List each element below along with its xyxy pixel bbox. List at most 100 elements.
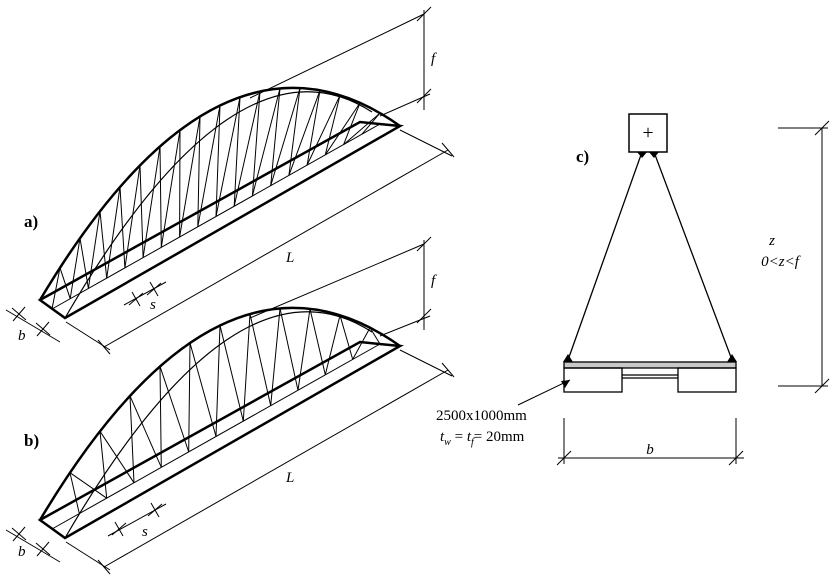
c-b-tick-right xyxy=(728,450,744,466)
hangersB-diag xyxy=(219,325,244,422)
deck-size-label: 2500x1000mm xyxy=(436,408,527,424)
deck-leader-arrow xyxy=(561,380,570,388)
panel-a-arch-inner xyxy=(64,91,373,319)
c-b-label: b xyxy=(646,442,654,458)
thickness-sub-w: w xyxy=(444,437,451,448)
panel-a-f-label: f xyxy=(431,51,437,67)
panel-b-f-label: f xyxy=(431,273,437,289)
hangersA-diag xyxy=(69,238,81,299)
thickness-eq1: = xyxy=(451,429,467,445)
hangersB-diag xyxy=(69,472,107,499)
hangersB-diag xyxy=(99,431,135,484)
hangersB-hanger xyxy=(270,308,281,406)
hangersB-hanger xyxy=(324,315,341,375)
hangersB-diag xyxy=(309,308,326,375)
hangersA-hanger xyxy=(59,267,71,299)
hangersB-hanger xyxy=(159,366,162,468)
panel-a-L-tick-right xyxy=(441,142,455,158)
hangersA-hanger xyxy=(159,146,162,248)
panel-a-s-tick-1b xyxy=(128,292,144,306)
panel-a: f L s b a) xyxy=(5,6,455,355)
z-range-label: 0<z<f xyxy=(761,254,801,270)
hanger-right-bottom-node xyxy=(727,354,737,362)
panel-a-L-label: L xyxy=(285,250,294,266)
hangersA-hanger xyxy=(324,95,341,155)
panel-a-f-tick-top xyxy=(416,6,432,22)
deck-plate xyxy=(563,361,737,369)
hanger-left-top-node xyxy=(637,152,647,158)
c-b-tick-left xyxy=(556,450,572,466)
panel-a-b-dim-line xyxy=(5,309,61,343)
deck-leader xyxy=(517,379,571,406)
panel-b-b-tick-2b xyxy=(36,541,50,557)
hangersB-hanger xyxy=(242,313,251,422)
hangersA-diag xyxy=(288,90,321,176)
hangersB-hanger xyxy=(215,325,221,437)
hangersA-hanger xyxy=(361,112,381,135)
arch-section-plus: + xyxy=(642,122,653,144)
hangersA-diag xyxy=(233,91,261,207)
hangersB-diag xyxy=(159,366,190,453)
panel-b-L-tick-right xyxy=(441,362,455,378)
hangersA-hanger xyxy=(251,91,261,196)
hangersB-hanger xyxy=(129,395,135,483)
panel-b-L-tick-left xyxy=(97,559,111,575)
hangersA-hanger xyxy=(197,116,201,227)
hangersB-hanger xyxy=(99,431,108,499)
panel-a-f-ext-top xyxy=(249,13,425,99)
panel-a-L-tick-left xyxy=(97,339,111,355)
panel-b-b-tick-1b xyxy=(12,526,26,542)
panel-b-label: b) xyxy=(24,431,39,450)
panel-b-s-label: s xyxy=(142,524,148,540)
hangersA-hanger xyxy=(270,88,281,186)
hangersA-diag xyxy=(87,211,101,289)
panel-a-b-label: b xyxy=(18,328,26,344)
deck-box-right xyxy=(677,367,737,393)
hangersA-diag xyxy=(306,95,341,166)
panel-b-arch-inner xyxy=(64,311,373,539)
hanger-right-top-node xyxy=(649,152,659,158)
panel-b-L-label: L xyxy=(285,470,294,486)
z-tick-bot xyxy=(814,378,830,394)
hangersA-diag xyxy=(197,105,221,227)
thickness-label: tw = tf= 20mm xyxy=(440,429,525,448)
hanger-right xyxy=(653,151,733,361)
hangersA-diag xyxy=(124,165,141,268)
panel-b-f-tick-top xyxy=(416,236,432,252)
panel-b-b-dim-line xyxy=(5,529,61,563)
z-tick-top xyxy=(814,120,830,136)
hangersA-hanger xyxy=(139,165,144,258)
hangersA-diag xyxy=(142,146,161,258)
hangersA-hanger xyxy=(343,102,361,145)
hangersA-diag xyxy=(106,186,121,279)
hangersA-diag xyxy=(160,130,181,248)
panel-b-s-tick-1b xyxy=(111,522,127,536)
thickness-t2: t xyxy=(467,429,472,445)
z-label: z xyxy=(768,233,775,249)
hangersA-diag xyxy=(343,112,381,145)
thickness-t1: t xyxy=(440,429,445,445)
hangersA-diag xyxy=(51,267,61,310)
hangersA-diag xyxy=(270,87,301,186)
hangersA-diag xyxy=(179,116,201,238)
hangersB-hanger xyxy=(352,327,371,360)
panel-a-L-ext-right xyxy=(399,129,453,157)
hangersA-hanger xyxy=(119,186,126,268)
panel-a-label: a) xyxy=(24,212,38,231)
hangersA-hanger xyxy=(79,238,89,289)
hangersB-hanger xyxy=(69,472,80,514)
panel-c: c) + z 0<z<f b 2500x100 xyxy=(436,113,830,466)
hangersA-hanger xyxy=(99,211,108,279)
hangersA-hanger xyxy=(288,88,301,176)
panel-a-s-dim-line xyxy=(123,281,167,306)
hangersA-diag xyxy=(324,102,361,156)
hanger-left-bottom-node xyxy=(563,354,573,362)
hangersA-hanger xyxy=(215,105,221,217)
panel-b-f-ext-top xyxy=(249,243,425,319)
panel-b-L-ext-right xyxy=(399,349,453,377)
panel-b-s-tick-2b xyxy=(147,503,163,517)
thickness-eq2: = 20mm xyxy=(474,429,525,445)
panel-b-f-ext-bot xyxy=(379,315,431,337)
deck-box-left xyxy=(563,367,623,393)
panel-a-b-tick-2b xyxy=(36,321,50,337)
